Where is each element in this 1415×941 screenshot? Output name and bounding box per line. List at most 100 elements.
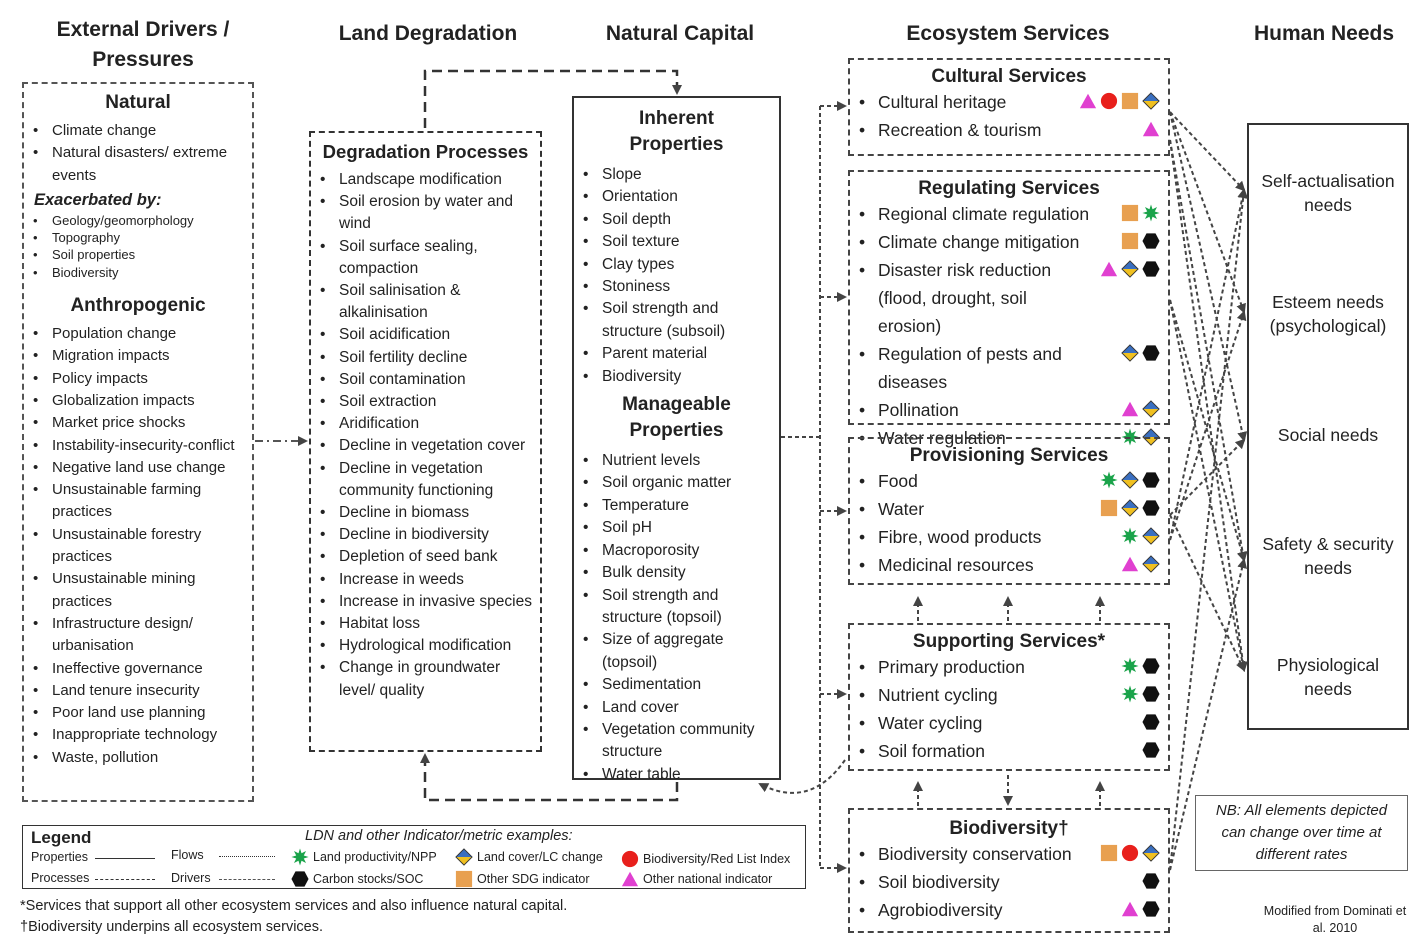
service-item: Agrobiodiversity	[850, 896, 1160, 924]
degradation-to-capital-arrow	[423, 69, 682, 128]
hexagon-icon	[1142, 714, 1160, 730]
service-item: Fibre, wood products	[850, 523, 1160, 551]
indicator-icons	[1100, 843, 1160, 863]
triangle-icon	[1100, 261, 1118, 277]
service-label: Biodiversity conservation	[878, 844, 1072, 864]
drivers-box: Natural Climate changeNatural disasters/…	[22, 82, 254, 802]
list-item: Decline in vegetation cover	[311, 435, 534, 457]
service-item: Regulation of pests and diseases	[850, 340, 1160, 396]
list-item: Biodiversity	[24, 264, 252, 282]
provisioning-list: FoodWaterFibre, wood productsMedicinal r…	[850, 467, 1168, 579]
list-item: Soil organic matter	[574, 472, 779, 495]
service-label: Soil formation	[878, 741, 985, 761]
cultural-list: Cultural heritageRecreation & tourism	[850, 88, 1168, 144]
legend-processes-line	[95, 879, 155, 880]
hexagon-icon	[1142, 742, 1160, 758]
legend-processes-label: Processes	[31, 871, 90, 885]
biodiversity-box: Biodiversity† Biodiversity conservationS…	[848, 808, 1170, 933]
list-item: Clay types	[574, 254, 779, 277]
list-item: Change in groundwater level/ quality	[311, 657, 534, 701]
list-item: Geology/geomorphology	[24, 212, 252, 230]
indicator-icons	[1142, 712, 1160, 732]
hexagon-icon	[1142, 901, 1160, 917]
need-social: Social needs	[1277, 425, 1379, 445]
legend-properties-label: Properties	[31, 850, 88, 864]
list-item: Natural disasters/ extreme events	[24, 142, 252, 187]
list-item: Decline in biodiversity	[311, 524, 534, 546]
hexagon-icon	[291, 871, 309, 887]
service-item: Water	[850, 495, 1160, 523]
service-item: Primary production	[850, 653, 1160, 681]
service-item: Water cycling	[850, 709, 1160, 737]
hexagon-icon	[1142, 686, 1160, 702]
triangle-icon	[621, 871, 639, 887]
footnote-biodiversity: †Biodiversity underpins all ecosystem se…	[20, 919, 324, 935]
triangle-icon	[1121, 556, 1139, 572]
diamond-icon	[1142, 527, 1160, 545]
legend-flows-label: Flows	[171, 848, 204, 862]
legend-flows-line	[219, 856, 275, 857]
circle-icon	[1121, 844, 1139, 862]
diamond-icon	[1142, 400, 1160, 418]
service-label: Nutrient cycling	[878, 685, 998, 705]
list-item: Vegetation community structure	[574, 719, 779, 764]
service-item: Cultural heritage	[850, 88, 1160, 116]
triangle-icon	[1121, 401, 1139, 417]
list-item: Soil pH	[574, 517, 779, 540]
legend-drivers-line	[219, 879, 275, 880]
indicator-icons	[1100, 470, 1160, 490]
list-item: Unsustainable mining practices	[24, 568, 252, 613]
legend-indicator-item: Other SDG indicator	[455, 870, 590, 888]
cultural-box: Cultural Services Cultural heritageRecre…	[848, 58, 1170, 156]
list-item: Poor land use planning	[24, 702, 252, 725]
indicator-icons	[1100, 259, 1160, 279]
square-icon	[1121, 204, 1139, 222]
service-label: Regulation of pests and diseases	[878, 344, 1062, 392]
biodiversity-title: Biodiversity†	[949, 818, 1069, 839]
note-box: NB: All elements depicted can change ove…	[1195, 795, 1408, 871]
anthropogenic-list: Population changeMigration impactsPolicy…	[24, 323, 252, 769]
service-item: Biodiversity conservation	[850, 840, 1160, 868]
list-item: Decline in biomass	[311, 502, 534, 524]
service-label: Soil biodiversity	[878, 872, 1000, 892]
list-item: Stoniness	[574, 276, 779, 299]
need-physiological: Physiological needs	[1276, 655, 1380, 699]
diamond-icon	[1142, 844, 1160, 862]
indicator-icons	[1121, 399, 1160, 419]
legend-indicator-item: Other national indicator	[621, 870, 772, 888]
need-self-actualisation: Self-actualisation needs	[1261, 171, 1395, 215]
supporting-to-capital-arrow	[758, 759, 846, 794]
legend-indicator-item: Biodiversity/Red List Index	[621, 850, 790, 868]
service-label: Cultural heritage	[878, 92, 1007, 112]
inherent-list: SlopeOrientationSoil depthSoil textureCl…	[574, 164, 779, 388]
list-item: Ineffective governance	[24, 658, 252, 681]
square-icon	[1121, 92, 1139, 110]
list-item: Population change	[24, 323, 252, 346]
list-item: Hydrological modification	[311, 635, 534, 657]
natural-list: Climate changeNatural disasters/ extreme…	[24, 120, 252, 187]
list-item: Climate change	[24, 120, 252, 143]
service-label: Climate change mitigation	[878, 232, 1080, 252]
diamond-icon	[1121, 471, 1139, 489]
list-item: Market price shocks	[24, 412, 252, 435]
legend-indicator-label: Land cover/LC change	[477, 850, 603, 864]
legend-properties-line	[95, 858, 155, 859]
list-item: Soil surface sealing, compaction	[311, 236, 534, 280]
indicator-icons	[1121, 656, 1160, 676]
service-label: Medicinal resources	[878, 555, 1034, 575]
service-label: Disaster risk reduction (flood, drought,…	[878, 260, 1052, 336]
service-item: Recreation & tourism	[850, 116, 1160, 144]
square-icon	[455, 870, 473, 888]
service-item: Soil biodiversity	[850, 868, 1160, 896]
exacerbated-list: Geology/geomorphologyTopographySoil prop…	[24, 212, 252, 281]
list-item: Soil salinisation & alkalinisation	[311, 280, 534, 324]
capital-to-degradation-arrow	[420, 753, 679, 802]
list-item: Macroporosity	[574, 540, 779, 563]
list-item: Soil strength and structure (subsoil)	[574, 298, 779, 343]
list-item: Inappropriate technology	[24, 724, 252, 747]
regulating-title: Regulating Services	[918, 178, 1100, 199]
capital-box: Inherent Properties SlopeOrientationSoil…	[572, 96, 781, 787]
list-item: Policy impacts	[24, 368, 252, 391]
legend-indicator-title: LDN and other Indicator/metric examples:	[305, 828, 573, 844]
